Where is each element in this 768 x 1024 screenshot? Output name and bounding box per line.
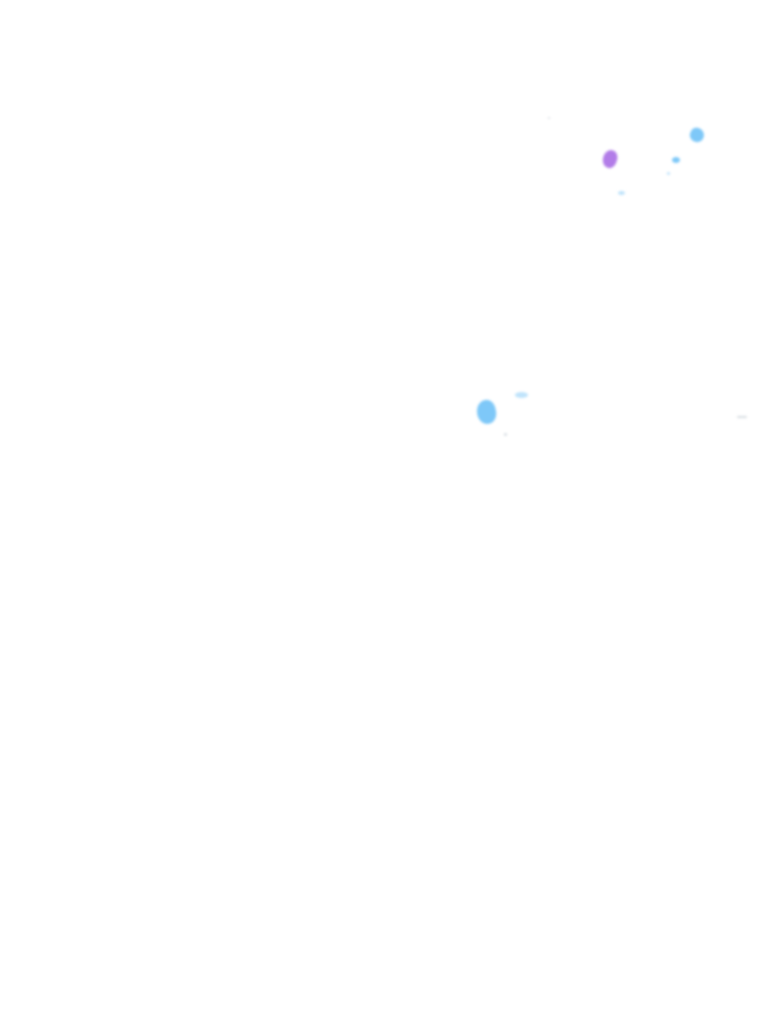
blue-paint-speck xyxy=(672,157,680,163)
light-blue-paint-dot xyxy=(667,172,670,175)
light-blue-paint-speck xyxy=(618,191,625,195)
light-blue-paint-speck xyxy=(515,392,528,398)
grey-dash-mark xyxy=(737,416,747,418)
blue-paint-speck xyxy=(474,398,499,426)
grey-dust-dot xyxy=(548,117,550,119)
grey-dust-dot xyxy=(504,433,507,436)
purple-paint-speck xyxy=(600,148,620,170)
blue-paint-speck xyxy=(687,125,707,145)
